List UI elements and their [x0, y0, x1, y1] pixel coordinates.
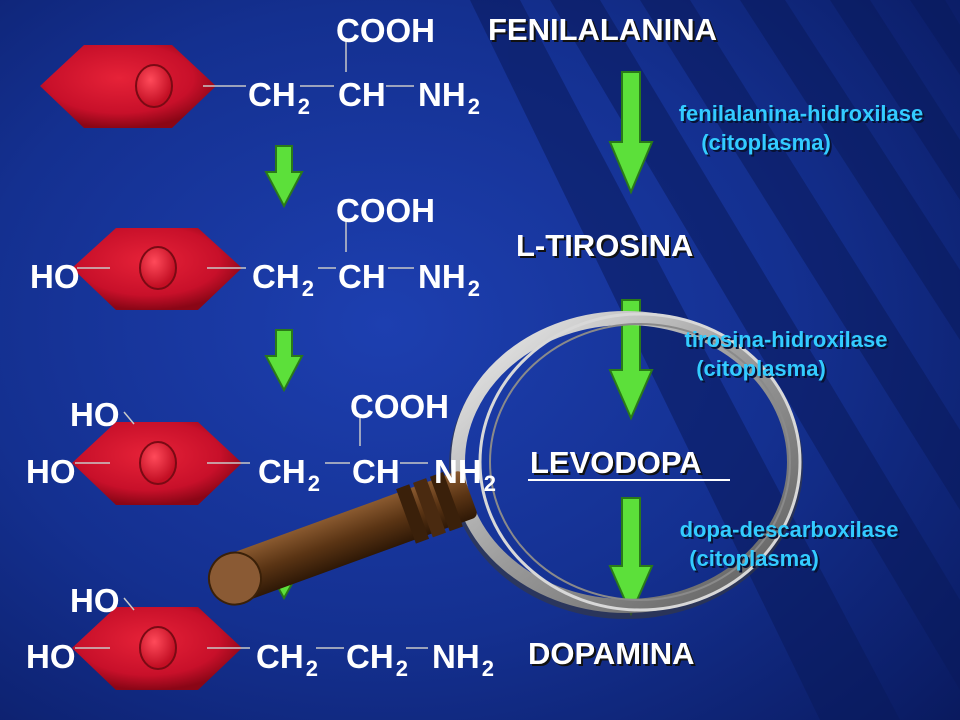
- benzene-ring-2: [72, 228, 242, 310]
- enzyme-1-name: fenilalanina-hidroxilase: [678, 101, 924, 126]
- background-stripes: [470, 0, 960, 720]
- ho-3b: HO: [26, 453, 76, 490]
- title-tirosina: L-TIROSINA: [516, 228, 694, 263]
- enzyme-2-name: tirosina-hidroxilase: [684, 327, 888, 352]
- ho-2: HO: [30, 258, 80, 295]
- cooh-2: COOH: [336, 192, 435, 229]
- magnifying-glass-icon: [207, 311, 803, 619]
- nh2-4: NH2: [432, 638, 494, 681]
- ho-4b: HO: [26, 638, 76, 675]
- benzene-ring-3: [72, 422, 242, 505]
- ch2-1: CH2: [248, 76, 310, 119]
- enzyme-1-location: (citoplasma): [701, 129, 831, 155]
- enzyme-3: dopa-descarboxilase (citoplasma): [646, 516, 932, 573]
- ch2-2: CH2: [252, 258, 314, 301]
- ch2-4a: CH2: [256, 638, 318, 681]
- chemical-bonds: [75, 40, 428, 649]
- ch2-4b: CH2: [346, 638, 408, 681]
- ho-4a: HO: [70, 582, 120, 619]
- title-levodopa: LEVODOPA: [530, 445, 702, 480]
- nh2-3: NH2: [434, 453, 496, 496]
- benzene-ring-1: [40, 45, 216, 128]
- enzyme-3-name: dopa-descarboxilase: [679, 517, 899, 542]
- cooh-1: COOH: [336, 12, 435, 49]
- enzyme-2: tirosina-hidroxilase (citoplasma): [646, 326, 926, 383]
- enzyme-1: fenilalanina-hidroxilase (citoplasma): [642, 100, 960, 157]
- nh2-2: NH2: [418, 258, 480, 301]
- ch-1: CH: [338, 76, 386, 113]
- ch-2: CH: [338, 258, 386, 295]
- cooh-3: COOH: [350, 388, 449, 425]
- right-arrows: [608, 71, 654, 617]
- enzyme-3-location: (citoplasma): [689, 545, 819, 571]
- ho-3a: HO: [70, 396, 120, 433]
- ch-3: CH: [352, 453, 400, 490]
- benzene-ring-4: [72, 607, 242, 690]
- nh2-1: NH2: [418, 76, 480, 119]
- enzyme-2-location: (citoplasma): [696, 355, 826, 381]
- title-fenilalanina: FENILALANINA: [488, 12, 718, 47]
- title-dopamina: DOPAMINA: [528, 636, 695, 671]
- ch2-3: CH2: [258, 453, 320, 496]
